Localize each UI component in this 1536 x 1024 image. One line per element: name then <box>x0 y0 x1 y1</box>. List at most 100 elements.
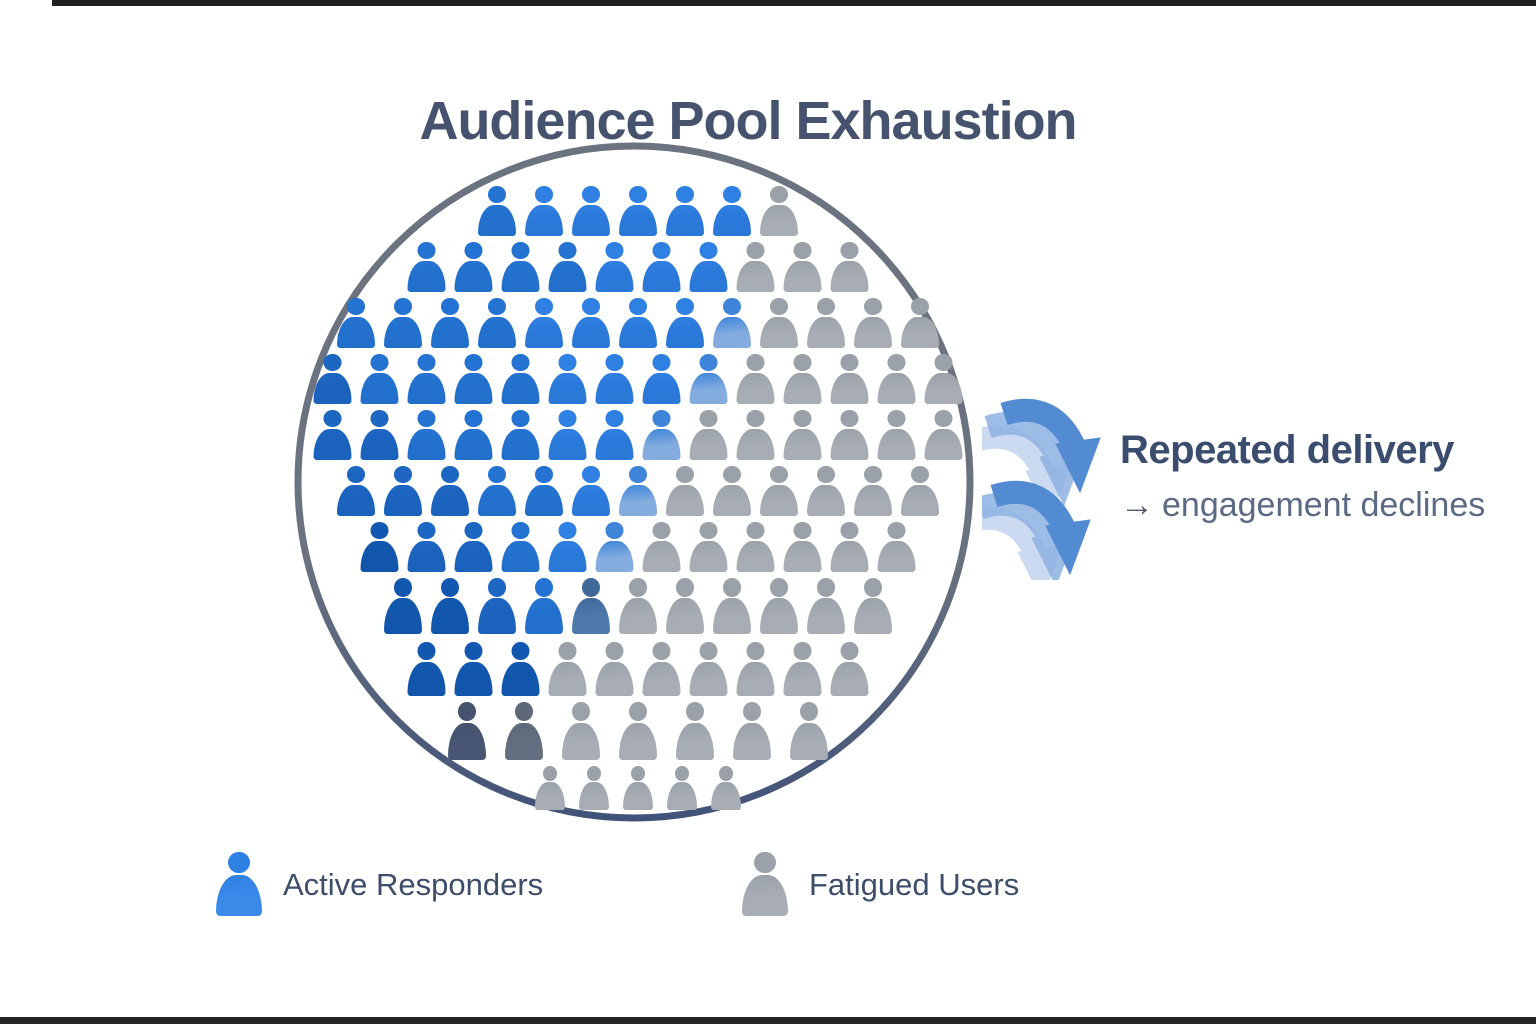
person-icon-active <box>384 578 422 636</box>
person-icon-active <box>501 522 540 574</box>
person-icon-fatigued <box>642 522 681 574</box>
icon-row <box>407 242 869 294</box>
icon-row <box>478 186 798 238</box>
person-icon-fatigued <box>689 642 728 698</box>
person-icon-active <box>384 466 422 518</box>
person-icon-active <box>407 642 446 698</box>
person-icon-active <box>595 242 634 294</box>
icon-row <box>337 298 939 350</box>
person-icon-active <box>619 186 657 238</box>
person-icon-fatigued <box>877 354 916 406</box>
person-icon-active <box>525 578 563 636</box>
person-icon-fatigued <box>783 642 822 698</box>
person-icon-fatigued <box>736 642 775 698</box>
person-icon-fatigued <box>854 578 892 636</box>
person-icon-active <box>384 298 422 350</box>
right-arrow-icon: → <box>1120 486 1154 524</box>
person-icon-active <box>478 298 516 350</box>
person-icon-fatigued <box>877 522 916 574</box>
circle-outline <box>294 142 974 822</box>
person-icon-active <box>595 522 634 574</box>
person-icon-fatigued <box>783 354 822 406</box>
person-icon-active <box>572 466 610 518</box>
person-icon-fatigued <box>783 522 822 574</box>
person-icon-active <box>572 186 610 238</box>
person-icon-active <box>642 410 681 462</box>
person-icon-active <box>619 466 657 518</box>
annotation: Repeated delivery →engagement declines <box>1120 428 1520 525</box>
person-icon-fatigued <box>595 642 634 698</box>
person-icon-fatigued <box>807 578 845 636</box>
person-icon-active <box>525 298 563 350</box>
page-title: Audience Pool Exhaustion <box>419 91 1077 152</box>
person-icon-active <box>572 298 610 350</box>
person-icon-active <box>431 578 469 636</box>
person-icon-active <box>713 186 751 238</box>
person-icon-fatigued <box>760 578 798 636</box>
person-icon-fatigued <box>666 578 704 636</box>
person-icon-fatigued <box>924 410 963 462</box>
person-icon-fatigued <box>760 466 798 518</box>
person-icon-active <box>454 522 493 574</box>
person-icon-fatigued <box>562 702 600 762</box>
icon-row <box>313 354 963 406</box>
person-icon-active <box>689 242 728 294</box>
person-icon-active <box>595 410 634 462</box>
person-icon-fatigued <box>924 354 963 406</box>
person-icon-fatigued <box>807 298 845 350</box>
person-icon-fatigued <box>736 242 775 294</box>
person-icon-active <box>642 242 681 294</box>
person-icon-fatigued <box>619 578 657 636</box>
legend-item-fatigued: Fatigued Users <box>742 852 1019 918</box>
person-icon-fatigued <box>666 466 704 518</box>
person-icon-fatigued <box>877 410 916 462</box>
person-icon-fatigued <box>548 642 587 698</box>
person-icon-fatigued <box>689 410 728 462</box>
person-icon-active <box>548 410 587 462</box>
person-icon-fatigued <box>713 466 751 518</box>
person-icon-active <box>501 410 540 462</box>
person-icon-active <box>501 354 540 406</box>
person-icon-active <box>216 852 262 918</box>
person-icon-fatigued <box>535 766 565 812</box>
person-icon-active <box>642 354 681 406</box>
person-icon-fatigued <box>736 522 775 574</box>
person-icon-active <box>360 410 399 462</box>
person-icon-active <box>478 186 516 238</box>
annotation-subline: →engagement declines <box>1120 486 1520 525</box>
person-icon-fatigued <box>830 410 869 462</box>
person-icon-fatigued <box>830 642 869 698</box>
person-icon-active <box>454 410 493 462</box>
person-icon-active <box>501 642 540 698</box>
person-icon-active <box>548 242 587 294</box>
icon-row <box>407 642 869 698</box>
person-icon-fatigued <box>711 766 741 812</box>
person-icon-fatigued <box>830 354 869 406</box>
person-icon-fatigued <box>742 852 788 918</box>
icon-row <box>360 522 916 574</box>
person-icon-active <box>548 354 587 406</box>
legend-label-active: Active Responders <box>283 867 544 902</box>
person-icon-active <box>525 466 563 518</box>
person-icon-active <box>431 298 469 350</box>
icon-row <box>535 766 741 812</box>
person-icon-active <box>595 354 634 406</box>
person-icon-active <box>454 354 493 406</box>
person-icon-active <box>431 466 469 518</box>
person-icon-active <box>713 298 751 350</box>
person-icon-fatigued <box>901 466 939 518</box>
person-icon-active <box>478 466 516 518</box>
person-icon-fatigued <box>667 766 697 812</box>
person-icon-active <box>407 522 446 574</box>
person-icon-active <box>313 354 352 406</box>
person-icon-active <box>407 242 446 294</box>
annotation-subtext: engagement declines <box>1162 486 1486 524</box>
person-icon-active <box>478 578 516 636</box>
person-icon-fatigued <box>790 702 828 762</box>
person-icon-active <box>337 298 375 350</box>
person-icon-fatigued <box>619 702 657 762</box>
person-icon-active <box>407 354 446 406</box>
person-icon-fatigued <box>733 702 771 762</box>
